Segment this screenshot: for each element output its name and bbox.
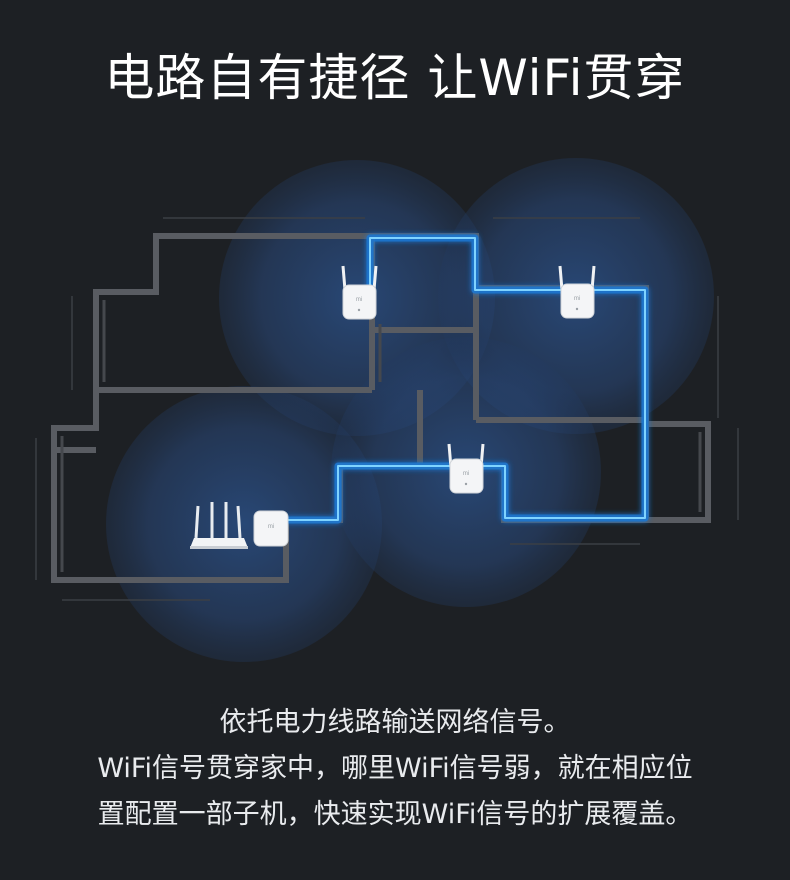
coverage-circle-bottom-left bbox=[106, 386, 382, 662]
main-plug-logo: mi bbox=[268, 524, 274, 530]
extender-plug-icon-1: mi bbox=[341, 265, 378, 320]
extender-2-logo: mi bbox=[574, 296, 580, 302]
description-line-2: WiFi信号贯穿家中，哪里WiFi信号弱，就在相应位 bbox=[97, 753, 693, 784]
dimension-lines bbox=[35, 217, 739, 601]
extender-3-logo: mi bbox=[463, 471, 469, 477]
description-line-3: 置配置一部子机，快速实现WiFi信号的扩展覆盖。 bbox=[97, 799, 693, 830]
extender-1-logo: mi bbox=[356, 297, 362, 303]
description-text: 依托电力线路输送网络信号。 WiFi信号贯穿家中，哪里WiFi信号弱，就在相应位… bbox=[0, 700, 790, 838]
floor-plan-inner-walls bbox=[60, 300, 702, 572]
router-icon bbox=[190, 502, 248, 549]
extender-plug-icon-2: mi bbox=[558, 265, 596, 319]
main-plug-icon: mi bbox=[253, 510, 289, 547]
headline: 电路自有捷径 让WiFi贯穿 bbox=[104, 49, 686, 107]
signal-path bbox=[286, 234, 649, 524]
extender-plug-icon-3: mi bbox=[447, 443, 485, 494]
description-line-1: 依托电力线路输送网络信号。 bbox=[219, 707, 571, 738]
